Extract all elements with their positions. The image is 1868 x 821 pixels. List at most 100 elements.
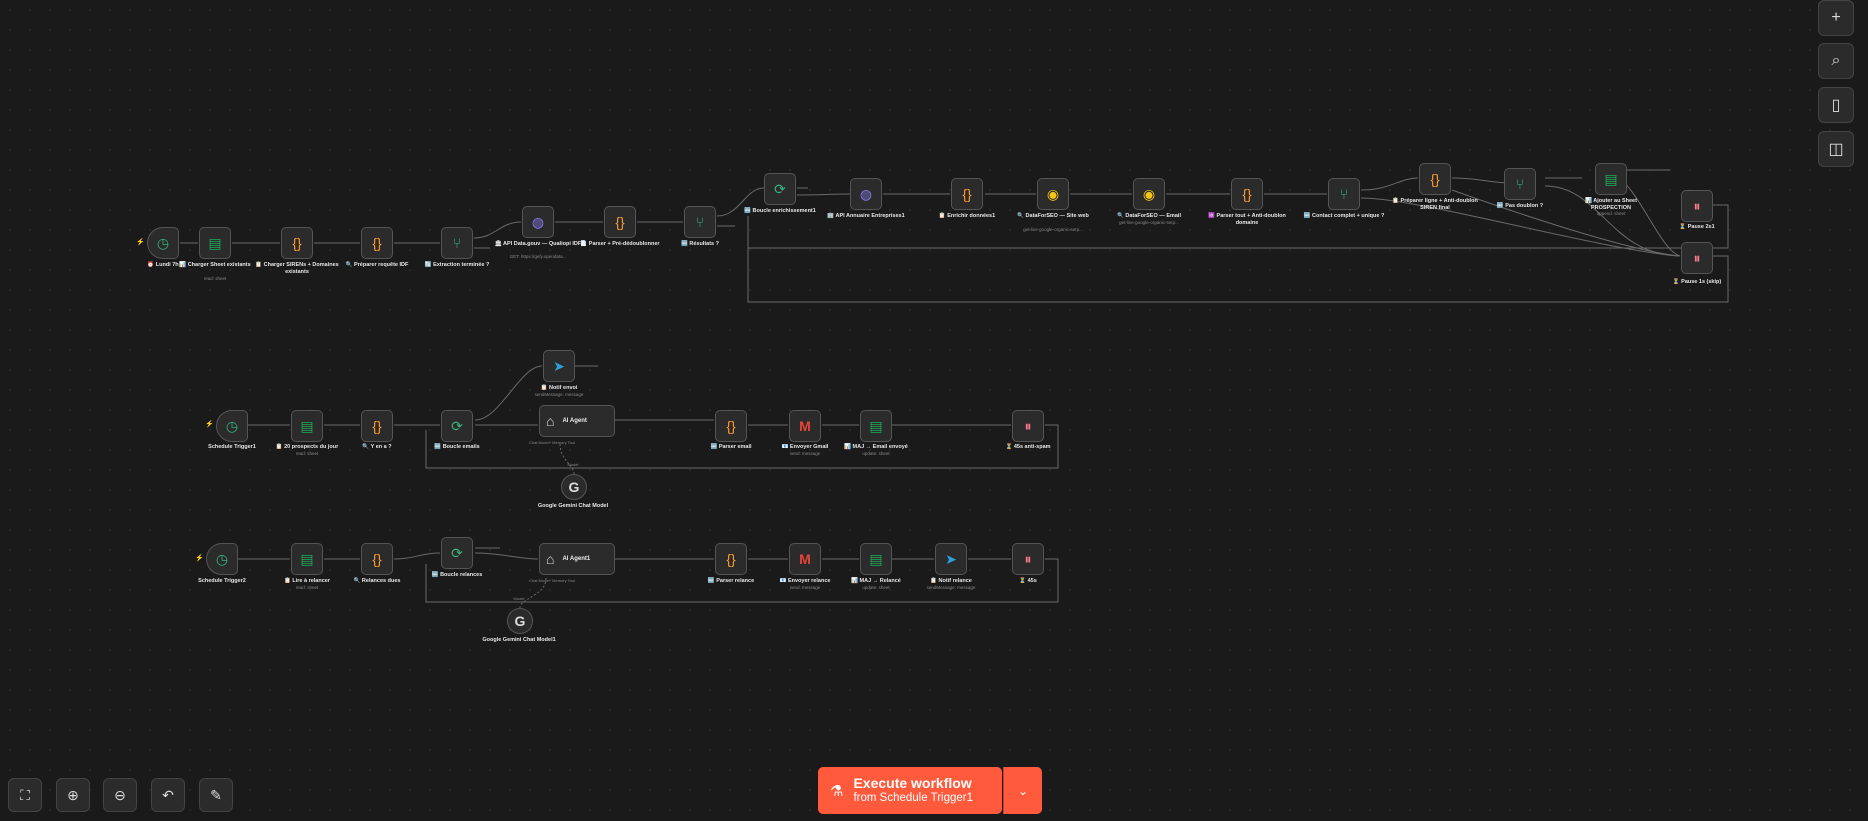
node-label: 📧 Envoyer relance	[779, 578, 831, 584]
node-subtitle: read: sheet	[295, 451, 319, 456]
node-label: 📋 Charger SIRENs + Domaines existants	[255, 262, 339, 275]
code-braces-icon: {}	[372, 418, 382, 434]
search-icon: ⌕	[1831, 52, 1841, 69]
sidebar-panel-icon: ◫	[1828, 141, 1844, 158]
node-label: ⏳ 45s anti-spam	[1005, 444, 1051, 450]
node-label: 🆕 Résultats ?	[680, 241, 720, 247]
google-sheets-icon: ▤	[1604, 171, 1618, 187]
clock-icon: ◷	[225, 418, 239, 434]
toggle-panel-button[interactable]: ◫	[1818, 131, 1854, 167]
node-gemini-model[interactable]: G	[561, 474, 587, 500]
node-label: 📊 Charger Sheet existants	[179, 262, 251, 268]
node-boucle-enrichissement[interactable]: ⟳	[764, 173, 796, 205]
undo-button[interactable]: ↶	[151, 778, 185, 812]
node-subtitle: send: message	[789, 451, 821, 456]
google-sheets-icon: ▤	[208, 235, 222, 251]
node-parser-email[interactable]: {}	[715, 410, 747, 442]
node-lire-a-relancer[interactable]: ▤	[291, 543, 323, 575]
node-boucle-relances[interactable]: ⟳	[441, 537, 473, 569]
node-charger-sheet-existants[interactable]: ▤	[199, 227, 231, 259]
node-maj-email-envoye[interactable]: ▤	[860, 410, 892, 442]
code-braces-icon: {}	[372, 551, 382, 567]
dataforseo-icon: ◉	[1142, 186, 1156, 202]
node-extraction-terminee[interactable]: ⑂	[441, 227, 473, 259]
fit-view-button[interactable]: ⛶	[8, 778, 42, 812]
node-contact-complet[interactable]: ⑂	[1328, 178, 1360, 210]
add-sticky-note-button[interactable]: ▯	[1818, 87, 1854, 123]
node-subtitle: read: sheet	[203, 276, 227, 281]
node-ai-agent[interactable]: ⌂ AI Agent	[539, 405, 615, 437]
node-pause-1s-skip[interactable]: ⏸	[1681, 242, 1713, 274]
node-maj-relance[interactable]: ▤	[860, 543, 892, 575]
node-dataforseo-site[interactable]: ◉	[1037, 178, 1069, 210]
code-braces-icon: {}	[962, 186, 972, 202]
node-envoyer-gmail[interactable]: M	[789, 410, 821, 442]
node-label: 📊 Ajouter au Sheet PROSPECTION	[1585, 198, 1637, 211]
node-ajouter-sheet[interactable]: ▤	[1595, 163, 1627, 195]
node-45s[interactable]: ⏸	[1012, 543, 1044, 575]
node-enrichir-donnees[interactable]: {}	[951, 178, 983, 210]
node-schedule-trigger1[interactable]: ◷	[216, 410, 248, 442]
node-api-data-gouv[interactable]: ◍	[522, 206, 554, 238]
node-api-annuaire[interactable]: ◍	[850, 178, 882, 210]
globe-icon: ◍	[531, 214, 545, 230]
node-label: ⏰ Lundi 7h	[147, 262, 179, 268]
chevron-down-icon: ⌄	[1017, 783, 1029, 798]
node-20-prospects[interactable]: ▤	[291, 410, 323, 442]
node-subtitle: GET: https://gefy.opendata...	[509, 254, 567, 259]
telegram-icon: ➤	[945, 551, 957, 567]
node-lundi-7h[interactable]: ◷	[147, 227, 179, 259]
node-pause-2s1[interactable]: ⏸	[1681, 190, 1713, 222]
if-branch-icon: ⑂	[452, 235, 462, 251]
node-notif-relance[interactable]: ➤	[935, 543, 967, 575]
if-branch-icon: ⑂	[695, 214, 705, 230]
execute-trigger-dropdown[interactable]: ⌄	[1004, 767, 1042, 814]
telegram-icon: ➤	[553, 358, 565, 374]
node-label: Schedule Trigger1	[208, 444, 256, 450]
node-relances-dues[interactable]: {}	[361, 543, 393, 575]
node-45s-anti-spam[interactable]: ⏸	[1012, 410, 1044, 442]
node-label: ⏳ 45s	[1019, 578, 1037, 584]
pause-icon: ⏸	[1024, 551, 1032, 567]
node-resultats[interactable]: ⑂	[684, 206, 716, 238]
node-preparer-requete[interactable]: {}	[361, 227, 393, 259]
plus-icon: +	[1831, 9, 1841, 26]
node-charger-sirens[interactable]: {}	[281, 227, 313, 259]
node-label: 📋 Lire à relancer	[284, 578, 330, 584]
zoom-out-button[interactable]: ⊖	[103, 778, 137, 812]
model-port-label: Model	[513, 596, 525, 601]
execute-workflow-button[interactable]: ⚗ Execute workflow from Schedule Trigger…	[818, 767, 1002, 814]
node-ai-agent1[interactable]: ⌂ AI Agent1	[539, 543, 615, 575]
node-pas-doublon[interactable]: ⑂	[1504, 168, 1536, 200]
node-label: 🆕 Parser relance	[707, 578, 755, 584]
node-envoyer-relance[interactable]: M	[789, 543, 821, 575]
node-gemini-model1[interactable]: G	[507, 608, 533, 634]
add-node-button[interactable]: +	[1818, 0, 1854, 36]
model-port-label: Model	[567, 462, 579, 467]
zoom-in-button[interactable]: ⊕	[56, 778, 90, 812]
google-sheets-icon: ▤	[300, 551, 314, 567]
node-parser-relance[interactable]: {}	[715, 543, 747, 575]
sticky-note-icon: ▯	[1831, 97, 1841, 114]
node-label: 📋 Notif relance	[930, 578, 972, 584]
node-subtitle: send: message	[789, 585, 821, 590]
node-label: 🔍 Y en a ?	[362, 444, 392, 450]
node-dataforseo-email[interactable]: ◉	[1133, 178, 1165, 210]
pause-icon: ⏸	[1693, 198, 1701, 214]
tidy-up-button[interactable]: ✎	[199, 778, 233, 812]
robot-icon: ⌂	[546, 413, 555, 429]
node-schedule-trigger2[interactable]: ◷	[206, 543, 238, 575]
node-subtitle: sendMessage: message	[926, 585, 976, 590]
execute-divider	[1003, 767, 1004, 814]
node-notif-envoi[interactable]: ➤	[543, 350, 575, 382]
node-preparer-ligne[interactable]: {}	[1419, 163, 1451, 195]
if-branch-icon: ⑂	[1515, 176, 1525, 192]
loop-icon: ⟳	[774, 181, 786, 197]
node-parser-tout[interactable]: {}	[1231, 178, 1263, 210]
node-y-en-a[interactable]: {}	[361, 410, 393, 442]
search-nodes-button[interactable]: ⌕	[1818, 43, 1854, 79]
node-boucle-emails[interactable]: ⟳	[441, 410, 473, 442]
node-label: 📊 MAJ → Email envoyé	[844, 444, 908, 450]
node-parser-pre-dedoublonner[interactable]: {}	[604, 206, 636, 238]
